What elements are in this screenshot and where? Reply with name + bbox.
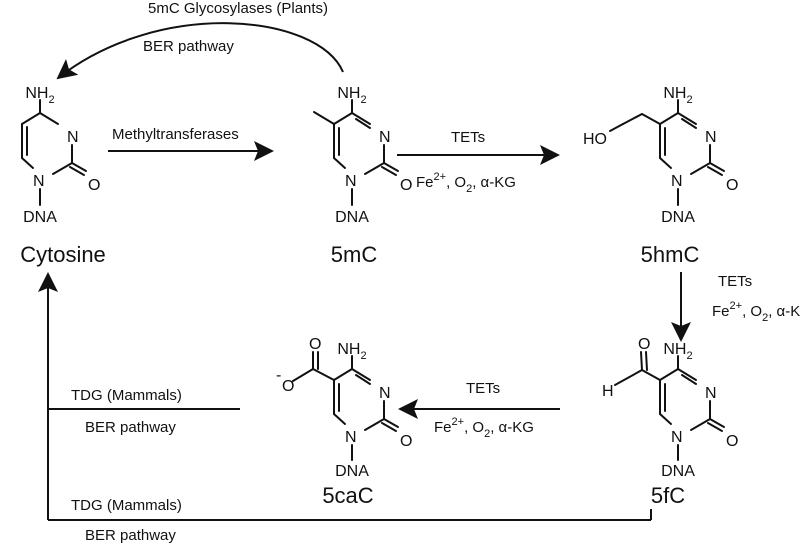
tet-arrow-2: TETs Fe2+, O2, α-KG [671,272,800,342]
amine-label: NH2 [25,85,54,106]
ring-nitrogen-1: N [33,173,45,190]
tet-arrow-3: TETs Fe2+, O2, α-KG [398,380,560,440]
cytosine-name: Cytosine [20,242,106,267]
cofactors-label-2: Fe2+, O2, α-KG [712,300,800,324]
ber-pathway-label-upper: BER pathway [85,419,176,436]
5cac-name: 5caC [322,483,373,508]
ber-pathway-label-top: BER pathway [143,38,234,55]
dna-label: DNA [661,209,695,226]
tet-arrow-1: TETs Fe2+, O2, α-KG [397,129,560,195]
carbonyl-oxygen: O [88,177,100,194]
tdg-return-arrow: TDG (Mammals) BER pathway TDG (Mammals) … [38,272,652,544]
amine-label: NH2 [663,85,692,106]
5mc-molecule: NH2 N N O DNA 5mC [313,85,412,267]
5mc-name: 5mC [331,242,378,267]
ring-nitrogen-1: N [345,429,357,446]
5hmc-name: 5hmC [641,242,700,267]
ring-nitrogen-3: N [705,385,717,402]
methyltransferases-label: Methyltransferases [112,126,239,143]
dna-label: DNA [335,463,369,480]
tets-label-1: TETs [451,129,485,146]
dna-label: DNA [335,209,369,226]
ring-nitrogen-1: N [671,429,683,446]
methylation-arrow: Methyltransferases [108,126,274,161]
5fc-molecule: NH2 N N O DNA H O 5fC [602,336,738,508]
tets-label-3: TETs [466,380,500,397]
negative-charge: - [276,367,281,384]
tdg-label-lower: TDG (Mammals) [71,497,182,514]
ber-pathway-label-lower: BER pathway [85,527,176,544]
aldehyde-oxygen: O [638,336,650,353]
dna-label: DNA [661,463,695,480]
tets-label-2: TETs [718,273,752,290]
carbonyl-oxygen: O [400,177,412,194]
glycosylase-arrow: 5mC Glycosylases (Plants) BER pathway [56,0,344,80]
carbonyl-oxygen: O [726,433,738,450]
5fc-name: 5fC [651,483,685,508]
5hmc-molecule: NH2 N N O DNA HO 5hmC [583,85,738,267]
cofactors-label-3: Fe2+, O2, α-KG [434,416,534,440]
amine-label: NH2 [337,341,366,362]
ring-nitrogen-3: N [705,129,717,146]
tdg-label-upper: TDG (Mammals) [71,387,182,404]
carbonyl-oxygen: O [726,177,738,194]
carboxyl-oxygen: O [309,336,321,353]
ring-nitrogen-1: N [671,173,683,190]
ring-nitrogen-3: N [379,129,391,146]
carbonyl-oxygen: O [400,433,412,450]
dna-label: DNA [23,209,57,226]
cytosine-molecule: NH2 N N O DNA Cytosine [20,85,106,267]
ring-nitrogen-3: N [67,129,79,146]
hydroxyl-label: HO [583,131,607,148]
glycosylase-label: 5mC Glycosylases (Plants) [148,0,328,17]
5cac-molecule: NH2 N N O DNA O O - 5caC [276,336,412,508]
amine-label: NH2 [663,341,692,362]
aldehyde-hydrogen: H [602,383,614,400]
cofactors-label-1: Fe2+, O2, α-KG [416,171,516,195]
carboxylate-oxygen: O [282,378,294,395]
ring-nitrogen-1: N [345,173,357,190]
ring-nitrogen-3: N [379,385,391,402]
amine-label: NH2 [337,85,366,106]
